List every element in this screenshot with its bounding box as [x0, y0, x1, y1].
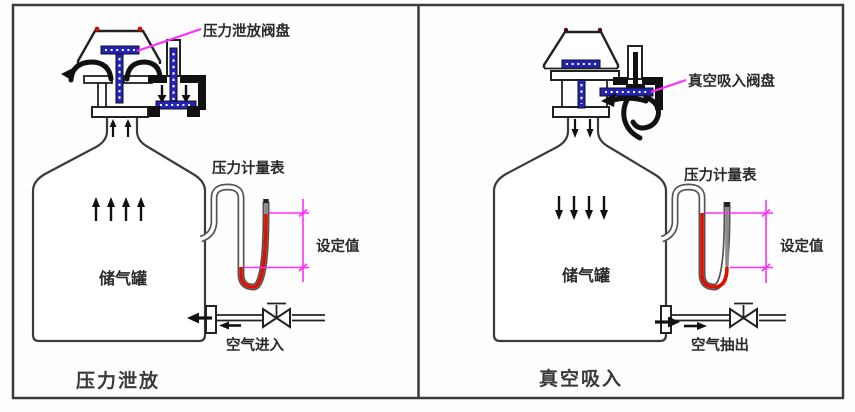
- hood-bolt-left: [94, 26, 100, 32]
- left-vacuum-stem: [169, 47, 178, 104]
- hood-bolt-right: [137, 26, 143, 32]
- suction-swirl-down: [621, 97, 643, 141]
- air-out-arrow: [668, 316, 680, 328]
- right-relief-stem: [577, 79, 586, 109]
- left-manometer: [199, 183, 270, 291]
- left-tank-outline: [31, 117, 207, 343]
- left-tank-up-arrows: [92, 197, 145, 221]
- right-shutoff-valve: [729, 307, 746, 329]
- right-valve-seat-plate: [550, 70, 620, 81]
- right-tank-outline: [492, 117, 668, 343]
- left-setpoint-label: 设定值: [316, 237, 360, 255]
- right-valve-disc-label: 真空吸入阀盘: [688, 72, 775, 90]
- suction-arrowhead: [601, 93, 616, 107]
- right-tank-label: 储气罐: [561, 266, 610, 285]
- left-air-in-label: 空气进入: [226, 336, 284, 354]
- right-valve-leader-line: [650, 78, 687, 94]
- left-manometer-fluid: [239, 212, 268, 289]
- left-valve-disc-label: 压力泄放阀盘: [203, 22, 290, 40]
- vent-arrowhead: [61, 67, 75, 81]
- vent-arc-right: [124, 59, 163, 82]
- right-chamber-wall: [655, 85, 663, 110]
- right-vacuum-valve-assembly: [542, 27, 663, 141]
- outer-frame: [11, 3, 845, 400]
- right-manometer-fluid: [700, 213, 729, 289]
- left-chamber-wall: [198, 83, 206, 110]
- right-tank-down-arrows: [555, 196, 608, 220]
- left-tank-neck: [91, 106, 149, 137]
- right-manometer: [660, 183, 731, 291]
- left-setpoint-dimension: [244, 199, 309, 282]
- hood-bolt-right: [597, 27, 603, 33]
- left-relief-valve-assembly: [61, 26, 206, 117]
- left-caption: 压力泄放: [76, 369, 160, 392]
- left-valve-leader-line: [136, 27, 202, 53]
- right-setpoint-dimension: [705, 200, 773, 283]
- right-outlet-pipe: [655, 302, 786, 334]
- right-vacuum-stem: [633, 52, 638, 86]
- hood-bolt-left: [563, 27, 569, 33]
- left-neck-flange: [91, 106, 149, 118]
- left-shutoff-valve: [262, 307, 279, 329]
- right-setpoint-label: 设定值: [780, 237, 824, 255]
- left-panel: 压力泄放阀盘 压力计量表 设定值 储气罐: [31, 22, 360, 392]
- suction-swirl-right: [630, 94, 661, 131]
- right-panel: 真空吸入阀盘 压力计量表 设定值 储气罐: [492, 27, 824, 390]
- right-gauge-label: 压力计量表: [684, 166, 757, 184]
- left-tank-label: 储气罐: [98, 269, 147, 288]
- left-gauge-label: 压力计量表: [212, 159, 285, 177]
- right-valve-hood: [542, 30, 620, 68]
- right-air-out-label: 空气抽出: [691, 336, 749, 354]
- left-inlet-pipe: [187, 302, 325, 334]
- suction-swirl-left: [610, 95, 649, 104]
- air-in-arrow: [187, 312, 199, 324]
- left-valve-support: [97, 82, 107, 108]
- right-caption: 真空吸入: [539, 367, 623, 390]
- right-tank: [492, 117, 668, 343]
- left-vacuum-disc-seated: [155, 100, 197, 110]
- left-tank: [31, 117, 207, 343]
